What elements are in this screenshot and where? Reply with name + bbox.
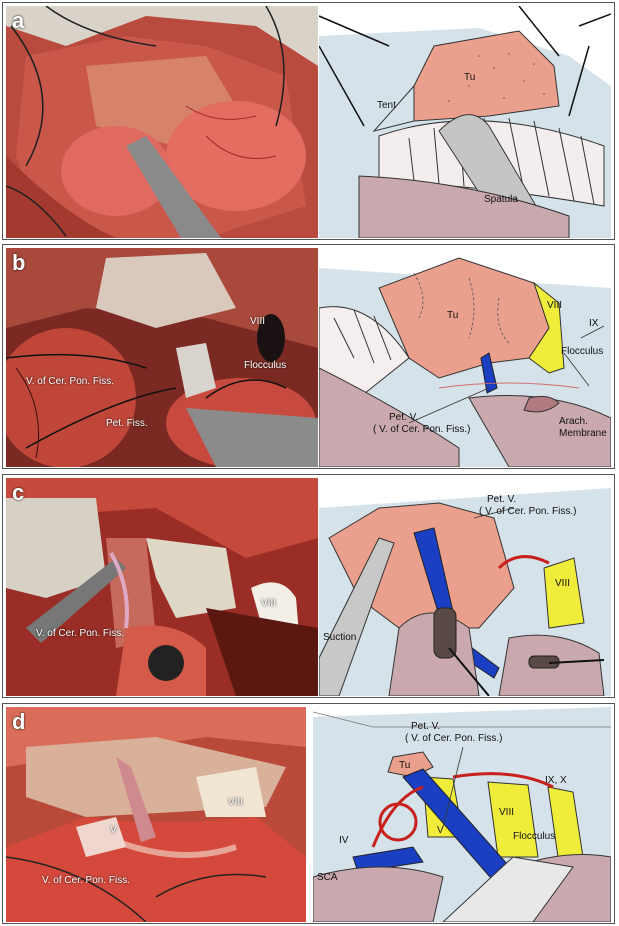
label-viii-c: VIII xyxy=(555,578,571,589)
panel-d: d VIII V V. of Cer. Pon. Fiss. Pet. V. (… xyxy=(2,703,615,924)
drawing-d: Pet. V. ( V. of Cer. Pon. Fiss.) Tu IX, … xyxy=(313,707,611,922)
schematic-c xyxy=(319,478,611,696)
label-v-cer-b: ( V. of Cer. Pon. Fiss.) xyxy=(373,424,471,435)
panel-label-d: d xyxy=(12,709,26,734)
label-v-photo-d: V xyxy=(110,825,117,836)
label-v-cer-d: ( V. of Cer. Pon. Fiss.) xyxy=(405,733,503,744)
drawing-b: Tu VIII IX Flocculus Pet. V. ( V. of Cer… xyxy=(319,248,611,467)
label-v-d: V xyxy=(437,825,444,836)
label-viii-b: VIII xyxy=(547,300,563,311)
label-viii-photo-c: VIII xyxy=(261,598,277,609)
panel-label-c: c xyxy=(12,480,25,505)
label-viii-photo-d: VIII xyxy=(228,797,244,808)
label-v-cer-photo-d: V. of Cer. Pon. Fiss. xyxy=(42,875,131,886)
photo-a: a xyxy=(6,6,318,238)
label-pet-v-d: Pet. V. xyxy=(411,721,441,732)
surgical-photo-d xyxy=(6,707,306,922)
label-ix-x-d: IX, X xyxy=(545,775,567,786)
drawing-a: Tu Tent Spatula xyxy=(319,6,611,238)
surgical-photo-b xyxy=(6,248,318,467)
label-viii-d: VIII xyxy=(499,807,515,818)
photo-c: c VIII V. of Cer. Pon. Fiss. xyxy=(6,478,318,696)
surgical-photo-a xyxy=(6,6,318,238)
schematic-b xyxy=(319,248,611,467)
panel-b: b VIII V. of Cer. Pon. Fiss. Pet. Fiss. … xyxy=(2,244,615,469)
label-tent-a: Tent xyxy=(377,100,396,111)
label-viii-photo-b: VIII xyxy=(250,316,266,327)
label-tu-d: Tu xyxy=(399,760,411,771)
schematic-a xyxy=(319,6,611,238)
label-membrane-b: Membrane xyxy=(559,428,607,439)
label-v-cer-c: ( V. of Cer. Pon. Fiss.) xyxy=(479,506,577,517)
label-pet-fiss-photo-b: Pet. Fiss. xyxy=(106,418,148,429)
label-sca-d: SCA xyxy=(317,872,338,883)
panel-label-b: b xyxy=(12,250,26,275)
label-flocculus-d: Flocculus xyxy=(513,831,556,842)
label-spatula-a: Spatula xyxy=(484,194,518,205)
label-iv-d: IV xyxy=(339,835,349,846)
photo-d: d VIII V V. of Cer. Pon. Fiss. xyxy=(6,707,306,922)
label-flocculus-b: Flocculus xyxy=(561,346,604,357)
panel-label-a: a xyxy=(12,8,25,33)
label-pet-v-b: Pet. V. xyxy=(389,412,419,423)
label-flocculus-photo-b: Flocculus xyxy=(244,360,287,371)
label-arach-b: Arach. xyxy=(559,416,588,427)
label-pet-v-c: Pet. V. xyxy=(487,494,517,505)
panel-c: c VIII V. of Cer. Pon. Fiss. Pet. V. ( V… xyxy=(2,474,615,698)
label-v-cer-photo-b: V. of Cer. Pon. Fiss. xyxy=(26,376,115,387)
schematic-d xyxy=(313,707,611,922)
label-v-cer-photo-c: V. of Cer. Pon. Fiss. xyxy=(36,628,125,639)
label-tu-b: Tu xyxy=(447,310,459,321)
photo-b: b VIII V. of Cer. Pon. Fiss. Pet. Fiss. … xyxy=(6,248,318,467)
drawing-c: Pet. V. ( V. of Cer. Pon. Fiss.) VIII Su… xyxy=(319,478,611,696)
label-ix-b: IX xyxy=(589,318,599,329)
surgical-photo-c xyxy=(6,478,318,696)
label-tu-a: Tu xyxy=(464,72,476,83)
panel-a: a Tu Tent Spatula xyxy=(2,2,615,240)
label-suction-c: Suction xyxy=(323,632,357,643)
